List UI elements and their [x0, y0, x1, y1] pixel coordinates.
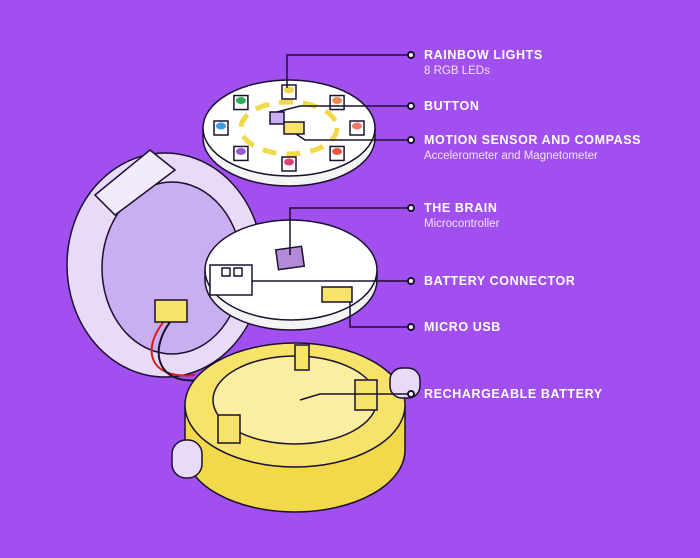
label-motion-sensor: MOTION SENSOR AND COMPASS Accelerometer … [424, 133, 641, 162]
label-title: RECHARGEABLE BATTERY [424, 387, 603, 401]
leader-lines [252, 51, 415, 401]
rgb-led-light [216, 122, 226, 130]
label-title: MICRO USB [424, 320, 501, 334]
label-subtitle: Microcontroller [424, 218, 500, 230]
rgb-led-light [284, 86, 294, 94]
rgb-led-light [235, 97, 246, 105]
label-button: BUTTON [424, 99, 479, 113]
label-rainbow-lights: RAINBOW LIGHTS 8 RGB LEDs [424, 48, 543, 77]
label-subtitle: 8 RGB LEDs [424, 65, 490, 77]
microcontroller-chip [274, 245, 306, 271]
wire-connector [154, 299, 188, 323]
label-title: MOTION SENSOR AND COMPASS [424, 133, 642, 147]
label-brain: THE BRAIN Microcontroller [424, 201, 499, 230]
label-battery-connector: BATTERY CONNECTOR [424, 274, 575, 288]
main-board [204, 219, 378, 331]
label-title: RAINBOW LIGHTS [424, 48, 543, 62]
motion-sensor-part [283, 121, 305, 135]
battery-connector-part [209, 264, 253, 296]
label-rechargeable-battery: RECHARGEABLE BATTERY [424, 387, 603, 401]
label-subtitle: Accelerometer and Magnetometer [424, 150, 598, 162]
label-title: BUTTON [424, 99, 480, 113]
led-disk [202, 79, 376, 187]
rgb-led-light [332, 97, 343, 105]
rgb-led-light [352, 122, 362, 130]
label-title: THE BRAIN [424, 201, 498, 215]
label-micro-usb: MICRO USB [424, 320, 501, 334]
micro-usb-part [321, 286, 353, 303]
battery-housing [171, 342, 421, 513]
button-part [269, 111, 285, 125]
rgb-led-light [332, 147, 343, 155]
rgb-led-light [284, 158, 294, 166]
rgb-led-light [235, 147, 246, 155]
label-title: BATTERY CONNECTOR [424, 274, 576, 288]
